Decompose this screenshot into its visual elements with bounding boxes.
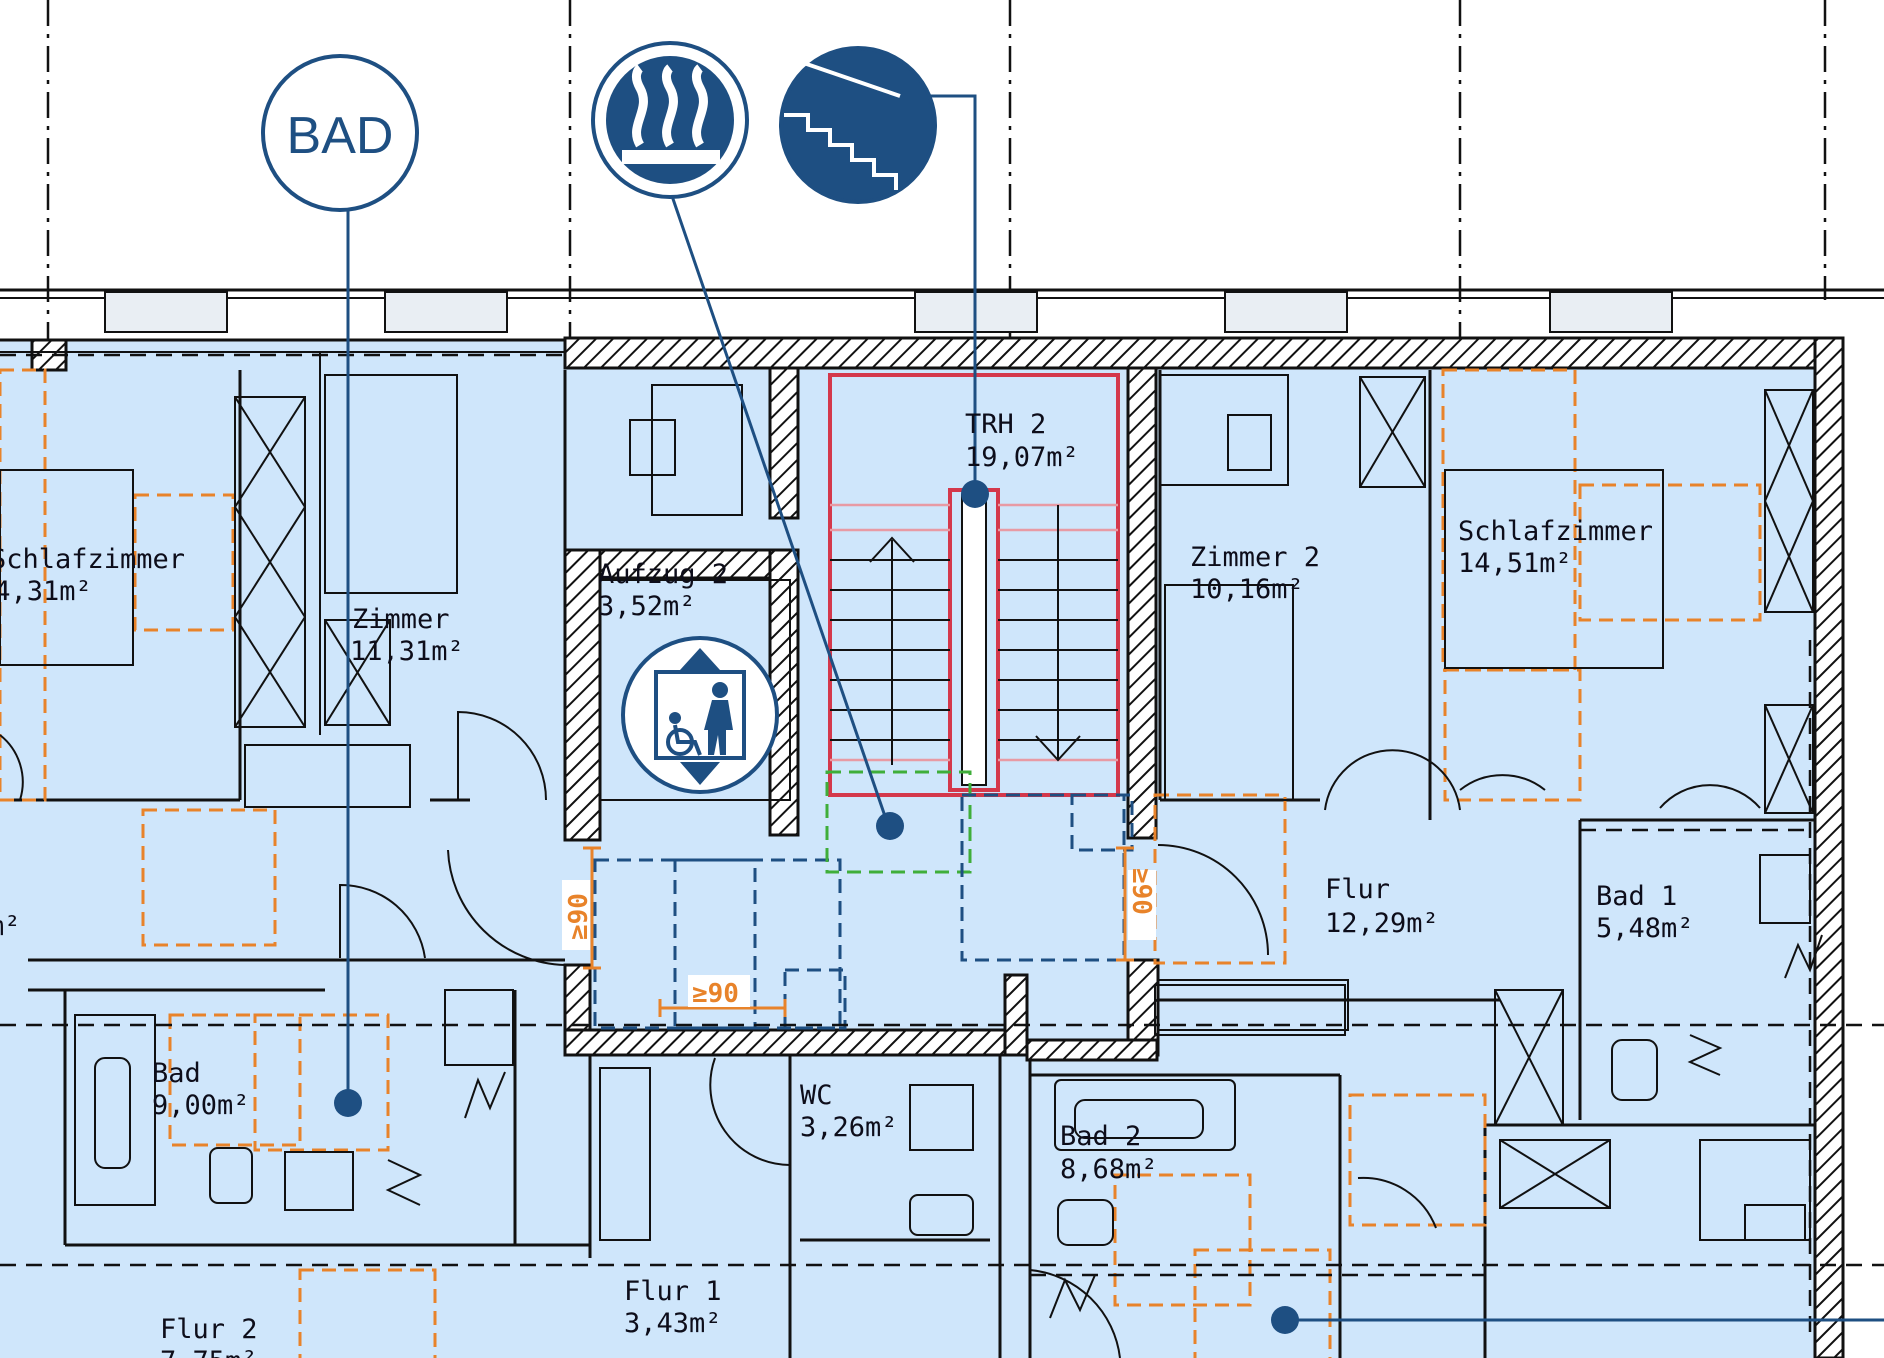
clearance-zones <box>0 368 1762 1358</box>
dimension-markers: ≥90 ≥90 ≥90 <box>562 846 1156 1017</box>
accessible-elevator-icon <box>621 636 779 794</box>
room-area-trh: 19,07m² <box>965 442 1079 473</box>
room-area-schlafzimmer-left: 14,31m² <box>0 576 92 607</box>
room-area-partial-left: m² <box>0 911 21 942</box>
dimension-left: ≥90 <box>564 893 594 940</box>
bad-badge: BAD <box>261 54 419 212</box>
room-area-flur: 12,29m² <box>1325 908 1439 939</box>
room-area-wc: 3,26m² <box>800 1112 898 1143</box>
room-area-zimmer2: 10,16m² <box>1190 574 1304 605</box>
room-name-schlafzimmer-left: Schlafzimmer <box>0 544 185 575</box>
room-name-flur: Flur <box>1325 874 1390 905</box>
room-area-aufzug: 3,52m² <box>598 591 696 622</box>
room-area-flur1: 3,43m² <box>624 1308 722 1339</box>
core-walls <box>563 366 1160 1062</box>
staircase-icon <box>779 46 937 204</box>
room-area-zimmer: 11,31m² <box>350 636 464 667</box>
bad-badge-label: BAD <box>287 107 394 165</box>
room-name-flur1: Flur 1 <box>624 1276 722 1307</box>
leader-lines <box>334 94 1884 1334</box>
room-name-bad1: Bad 1 <box>1596 881 1677 912</box>
room-name-schlafzimmer-right: Schlafzimmer <box>1458 516 1653 547</box>
room-name-bad2: Bad 2 <box>1060 1121 1141 1152</box>
facade <box>0 288 1884 333</box>
room-area-bad-left: 9,00m² <box>152 1090 250 1121</box>
heating-icon <box>591 41 749 199</box>
room-name-wc: WC <box>800 1080 833 1111</box>
doors <box>0 710 1761 1358</box>
room-name-trh: TRH 2 <box>965 409 1046 440</box>
room-area-schlafzimmer-right: 14,51m² <box>1458 548 1572 579</box>
room-name-zimmer: Zimmer <box>352 604 450 635</box>
room-name-flur2: Flur 2 <box>160 1314 258 1345</box>
secondary-dashed-lines <box>0 353 1884 1340</box>
dimension-horizontal: ≥90 <box>692 979 739 1009</box>
room-name-zimmer2: Zimmer 2 <box>1190 542 1320 573</box>
room-labels: Schlafzimmer 14,31m² Zimmer 11,31m² Aufz… <box>0 409 1694 1358</box>
interior-walls <box>0 352 1815 1358</box>
elevator-shaft <box>599 384 791 801</box>
room-fill <box>0 340 1840 1358</box>
room-name-bad-left: Bad <box>152 1058 201 1089</box>
room-area-bad1: 5,48m² <box>1596 913 1694 944</box>
furniture <box>0 374 1814 1246</box>
room-area-flur2: 7,75m² <box>160 1346 258 1358</box>
exterior-walls <box>0 336 1845 1358</box>
zigzag-symbols <box>385 934 1823 1319</box>
room-area-bad2: 8,68m² <box>1060 1154 1158 1185</box>
dimension-right: ≥90 <box>1126 868 1156 915</box>
room-name-aufzug: Aufzug 2 <box>598 559 728 590</box>
